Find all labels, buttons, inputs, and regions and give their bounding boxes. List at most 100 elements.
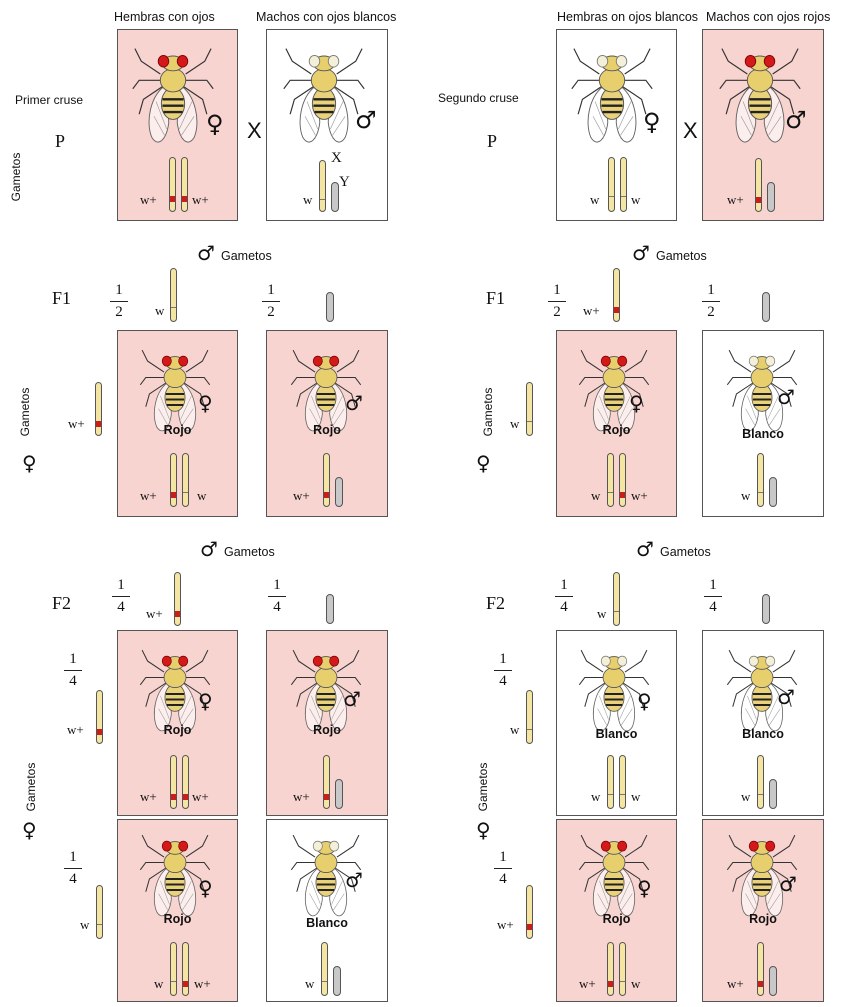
female-gametes-label-f1-right: Gametos	[481, 387, 495, 437]
male-symbol-icon: ♂	[355, 106, 377, 134]
phenotype-label: Rojo	[313, 723, 341, 737]
male-symbol-icon: ♂	[200, 537, 218, 561]
chromosome-x	[319, 160, 326, 212]
chromosome-x	[96, 885, 103, 939]
chromosome-x	[174, 572, 181, 626]
male-symbol-icon: ♂	[779, 872, 797, 896]
male-symbol-icon: ♂	[343, 687, 361, 711]
allele-label: w	[591, 488, 601, 503]
allele-label: w+	[727, 192, 744, 207]
allele-label: w	[591, 789, 601, 804]
female-symbol-icon: ♀	[643, 108, 661, 136]
chromosome-x	[170, 268, 177, 322]
chromosome-x	[607, 755, 614, 809]
allele-label: w	[741, 488, 751, 503]
allele-label: w+	[579, 976, 596, 991]
allele-label: w	[510, 416, 520, 431]
male-symbol-icon: ♂	[197, 241, 215, 265]
allele-label: w	[155, 303, 165, 318]
chromosome-x	[182, 453, 189, 507]
female-symbol-icon: ♀	[637, 876, 652, 900]
chromosome-y	[769, 477, 777, 507]
allele-label: w	[741, 789, 751, 804]
male-gametes-label: Gametos	[221, 249, 272, 263]
x-chromosome-label: X	[331, 150, 342, 166]
phenotype-label: Rojo	[313, 423, 341, 437]
chromosome-x	[95, 382, 102, 436]
f1-left-female-box: ♀ Rojo w+ w	[117, 330, 238, 517]
allele-label: w+	[67, 722, 84, 737]
y-chromosome-label: Y	[339, 174, 350, 190]
allele-label: w+	[194, 976, 211, 991]
f1-right-female-box: ♀ Rojo w w+	[556, 330, 677, 517]
phenotype-label: Blanco	[742, 427, 784, 441]
chromosome-y	[326, 292, 334, 322]
male-symbol-icon: ♂	[777, 685, 795, 709]
chromosome-x	[607, 942, 614, 996]
chromosome-x	[526, 382, 533, 436]
p-right-female-box: ♀ w w	[556, 29, 677, 221]
allele-label: w	[197, 488, 207, 503]
chromosome-x	[607, 453, 614, 507]
cross-symbol-right: X	[683, 118, 698, 143]
cross-symbol-left: X	[247, 118, 262, 143]
gametes-label-p-left: Gametos	[9, 152, 23, 202]
allele-label: w+	[631, 488, 648, 503]
male-symbol-icon: ♂	[345, 391, 363, 415]
p-right-male-box: ♂ w+	[702, 29, 824, 221]
allele-label: w+	[293, 488, 310, 503]
female-gametes-label-f2-right: Gametos	[476, 762, 490, 812]
allele-label: w	[510, 722, 520, 737]
p-left-female-box: ♀ w+ w+	[117, 29, 238, 221]
chromosome-y	[769, 779, 777, 809]
generation-f1-right: F1	[486, 288, 506, 308]
second-cross-label: Segundo cruse	[438, 91, 519, 105]
first-cross-label: Primer cruse	[15, 93, 84, 107]
f2-left-r1c2-box: ♂ Rojo w+	[266, 630, 388, 816]
chromosome-y	[762, 594, 770, 624]
allele-label: w+	[140, 192, 157, 207]
chromosome-x	[96, 690, 103, 744]
chromosome-y	[767, 182, 775, 212]
chromosome-y	[762, 292, 770, 322]
phenotype-label: Blanco	[742, 727, 784, 741]
chromosome-y	[335, 779, 343, 809]
f1-right-male-box: ♂ Blanco w	[702, 330, 824, 517]
chromosome-x	[170, 942, 177, 996]
allele-label: w	[631, 976, 641, 991]
phenotype-label: Rojo	[163, 723, 192, 737]
allele-label: w	[80, 917, 90, 932]
header-right-female: Hembras on ojos blancos	[557, 10, 699, 24]
phenotype-label: Rojo	[602, 912, 631, 926]
allele-label: w+	[68, 416, 85, 431]
phenotype-label: Rojo	[749, 912, 777, 926]
male-gametes-label: Gametos	[656, 249, 707, 263]
generation-p-left: P	[55, 131, 66, 151]
phenotype-label: Blanco	[595, 727, 638, 741]
f2-right-r2c2-box: ♂ Rojo w+	[702, 819, 824, 1002]
female-symbol-icon: ♀	[206, 110, 224, 138]
f2-right-r1c1-box: ♀ Blanco w w	[556, 630, 677, 816]
male-gametes-label: Gametos	[660, 545, 711, 559]
chromosome-x	[613, 268, 620, 322]
allele-label: w+	[727, 976, 744, 991]
chromosome-x	[526, 885, 533, 939]
chromosome-x	[757, 755, 764, 809]
header-left-female: Hembras con ojos	[114, 10, 215, 24]
chromosome-x	[608, 157, 615, 212]
allele-label: w+	[140, 789, 157, 804]
allele-label: w	[631, 789, 641, 804]
female-gametes-label-f2-left: Gametos	[24, 762, 38, 812]
f2-left-r2c1-box: ♀ Rojo w w+	[117, 819, 238, 1002]
female-symbol-icon: ♀	[22, 818, 37, 842]
chromosome-x	[757, 453, 764, 507]
fly-red-eyed-female-icon	[578, 349, 650, 432]
male-symbol-icon: ♂	[632, 241, 650, 265]
chromosome-x	[619, 755, 626, 809]
phenotype-label: Rojo	[163, 912, 192, 926]
